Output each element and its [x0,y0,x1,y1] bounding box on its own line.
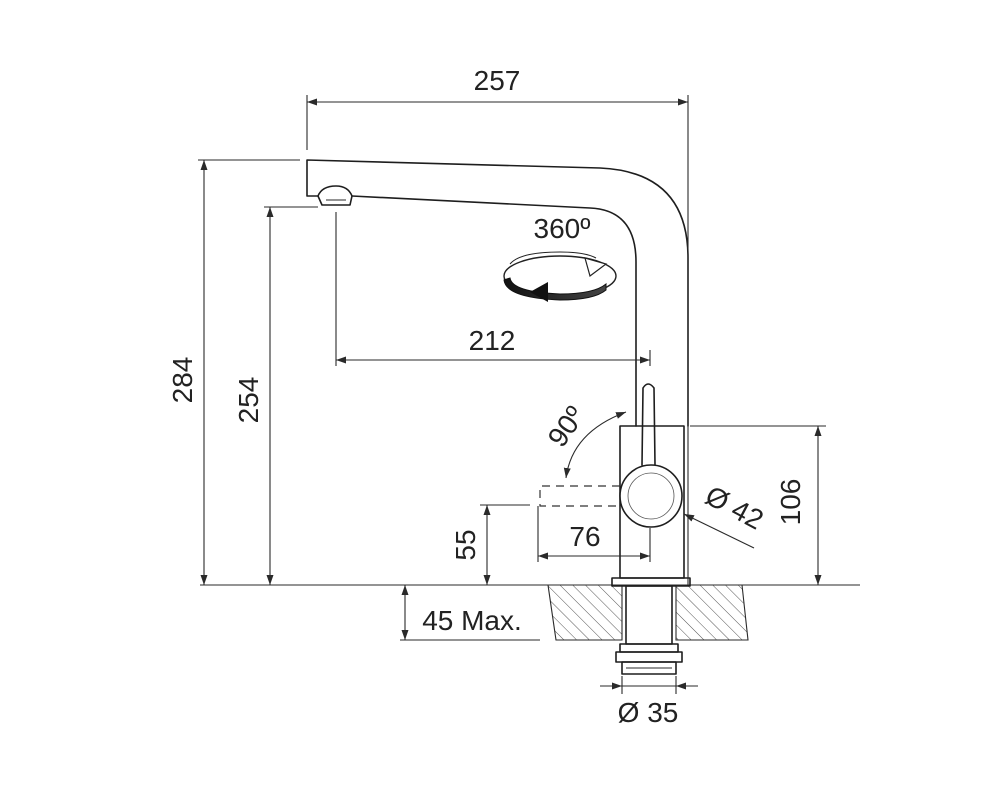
label-lever-travel: 76 [569,521,600,552]
label-overall-reach: 257 [474,65,521,96]
label-overall-height: 284 [167,357,198,404]
mounting-shank [615,585,683,675]
label-outlet-height: 254 [233,377,264,424]
lever-rotated-position [539,485,620,507]
lever-disc [619,464,683,528]
countertop-section-left [547,584,623,641]
label-mounting-diameter: Ø 35 [618,697,679,728]
lever-disc-inner [627,472,675,520]
label-lever-height: 55 [450,529,481,560]
label-body-height: 106 [775,479,806,526]
label-spout-rotation: 360º [534,213,591,244]
aerator [317,185,353,206]
lever-handle [641,383,656,466]
label-lever-rotation: 90º [542,401,591,453]
rotation-360-symbol [503,251,617,302]
rotation-90-arc [563,411,627,479]
countertop-section-right [675,584,749,641]
faucet [306,159,691,675]
spout [306,159,689,427]
label-spout-reach: 212 [469,325,516,356]
dimension-labels: 257 284 254 212 106 Ø 42 55 76 45 Max. Ø… [167,65,806,728]
countertop [200,584,860,641]
dimension-lines [198,95,826,694]
label-max-counter-thickness: 45 Max. [422,605,522,636]
dim-leader-body-diameter [683,513,755,549]
